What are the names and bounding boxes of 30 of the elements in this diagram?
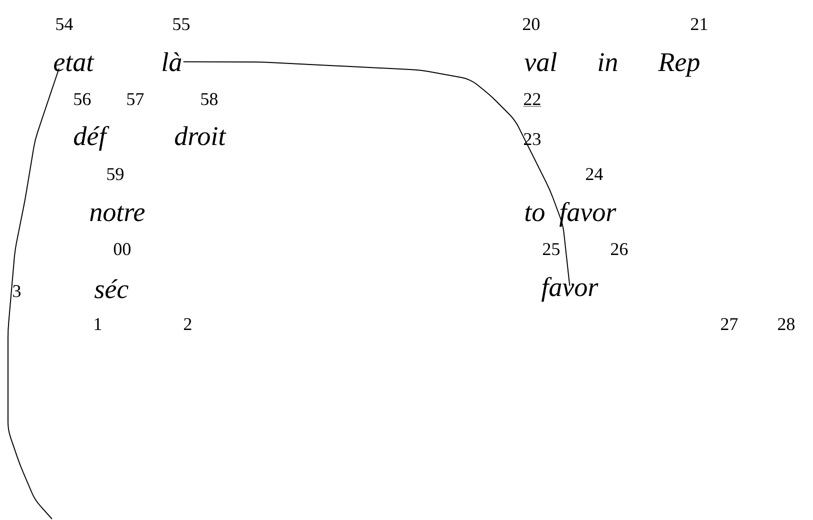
number: 25 bbox=[543, 243, 560, 256]
word: to favor bbox=[525, 202, 616, 227]
number: 21 bbox=[691, 18, 708, 30]
word: favor bbox=[542, 277, 598, 302]
number: 1 bbox=[94, 318, 102, 330]
number: 20 bbox=[523, 18, 540, 30]
curved-line bbox=[182, 61, 570, 286]
number: 22 bbox=[523, 93, 542, 107]
number: 00 bbox=[114, 243, 131, 256]
number: 55 bbox=[173, 18, 190, 30]
number: 28 bbox=[778, 318, 795, 330]
word: déf bbox=[74, 126, 110, 151]
number: 59 bbox=[107, 168, 124, 180]
word: notre bbox=[90, 206, 145, 222]
word: séc bbox=[94, 279, 128, 298]
curved-line bbox=[8, 68, 60, 520]
number: 54 bbox=[56, 18, 73, 30]
word: là bbox=[162, 52, 182, 72]
number: 26 bbox=[611, 243, 628, 256]
number: 57 bbox=[127, 93, 144, 106]
number: 2 bbox=[184, 318, 192, 330]
number: 24 bbox=[586, 168, 603, 180]
word: droit bbox=[175, 126, 226, 146]
word: etat bbox=[54, 56, 94, 72]
number: 3 bbox=[13, 285, 20, 298]
number: 58 bbox=[201, 93, 218, 106]
word: val in Rep bbox=[524, 52, 700, 77]
number: 23 bbox=[524, 133, 540, 146]
number: 56 bbox=[74, 93, 91, 106]
number: 27 bbox=[721, 318, 738, 330]
